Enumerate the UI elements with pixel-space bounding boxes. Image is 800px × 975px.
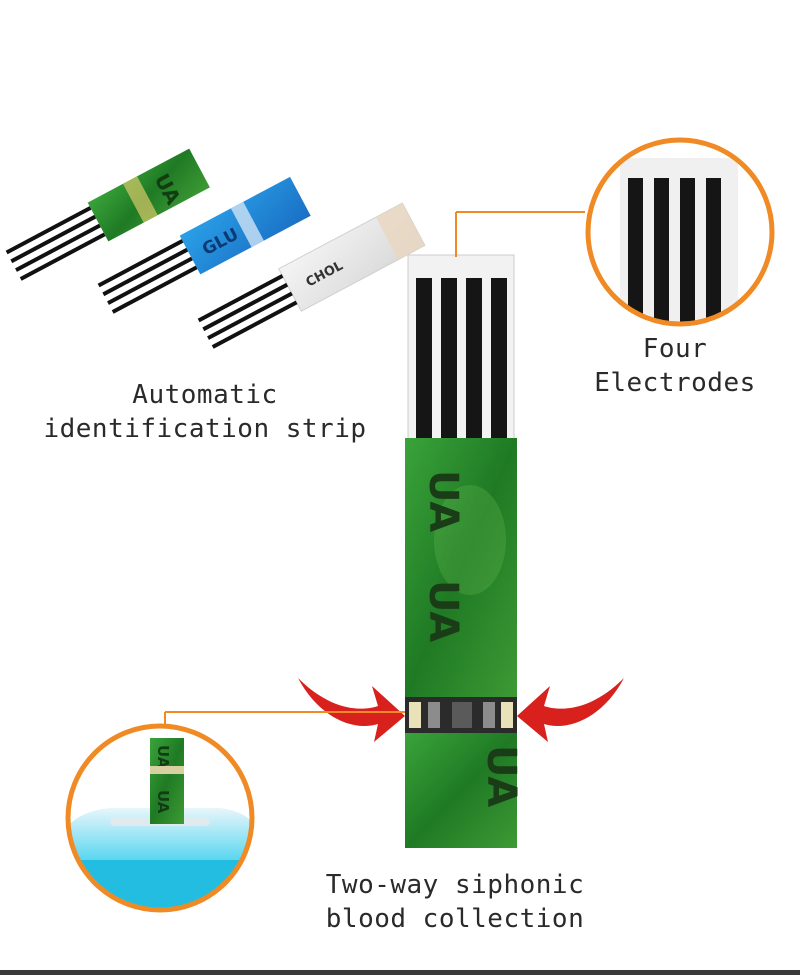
strip-body-label-2: UA [420, 580, 466, 642]
electrode-1 [416, 278, 432, 440]
strip-green-small: UA [5, 148, 210, 281]
closeup-ring-bottom [65, 723, 255, 913]
electrode-3 [466, 278, 482, 440]
bottom-divider [0, 970, 800, 975]
electrode-4 [491, 278, 507, 440]
closeup-ring-top [585, 137, 775, 327]
arrow-left-icon [298, 678, 405, 742]
inserted-strip-label-1: UA [154, 745, 172, 769]
strip-body-label-1: UA [420, 470, 466, 532]
strip-white-small: CHOL [197, 202, 426, 349]
strip-body-lower [405, 733, 517, 848]
device-closeup: UA UA [68, 726, 252, 910]
main-test-strip: UA UA UA [405, 254, 524, 848]
electrode-2 [441, 278, 457, 440]
strip-body-upper [405, 438, 517, 698]
strip-blue-small: GLU [97, 176, 311, 314]
inserted-strip-label-2: UA [154, 790, 172, 814]
strip-body-label-3: UA [478, 745, 524, 807]
electrodes-closeup [588, 140, 772, 324]
caption-automatic-identification: Automatic identification strip [43, 380, 367, 444]
caption-two-way-siphonic: Two-way siphonic blood collection [325, 870, 585, 934]
caption-four-electrodes: Four Electrodes [594, 334, 756, 398]
arrow-right-icon [517, 678, 624, 742]
